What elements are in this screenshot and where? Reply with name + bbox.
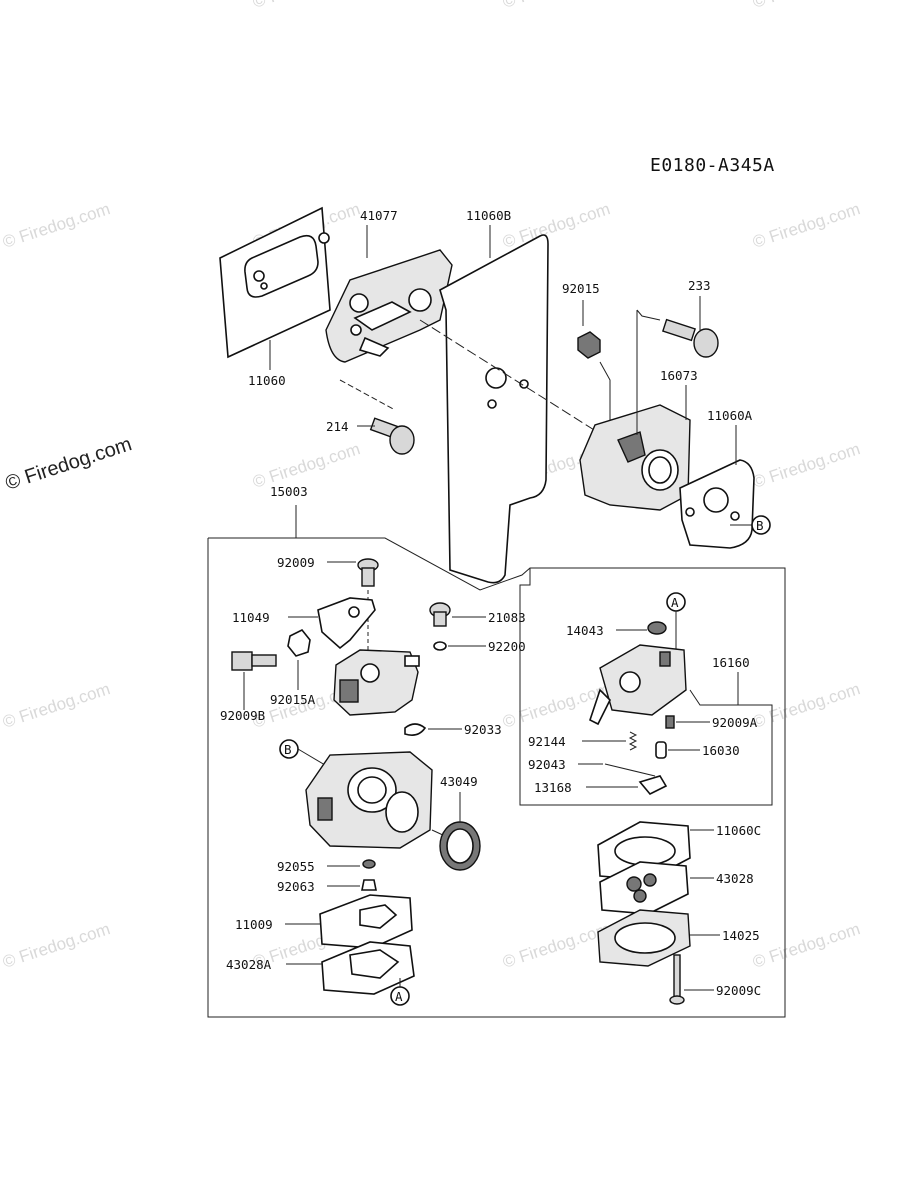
watermark: © Firedog.com <box>500 199 612 252</box>
label-16030: 16030 <box>702 743 740 758</box>
leader <box>599 361 611 430</box>
spring-92144 <box>628 731 638 751</box>
screw-92009 <box>357 558 379 587</box>
outer-frame <box>208 537 786 805</box>
screw-21083 <box>429 602 451 627</box>
label-92200: 92200 <box>488 639 526 654</box>
watermark: © Firedog.com <box>750 199 862 252</box>
label-92033: 92033 <box>464 722 502 737</box>
label-16073: 16073 <box>660 368 698 383</box>
oring-92055 <box>362 859 376 869</box>
label-16160: 16160 <box>712 655 750 670</box>
cover-14025 <box>597 909 691 967</box>
label-92055: 92055 <box>277 859 315 874</box>
needle-16030 <box>655 741 667 759</box>
label-11060: 11060 <box>248 373 286 388</box>
leader <box>297 748 326 766</box>
label-92009A: 92009A <box>712 715 758 730</box>
bolt-92009B <box>231 651 277 671</box>
label-43028A: 43028A <box>226 957 272 972</box>
diaphragm-43028 <box>599 861 689 915</box>
bolt-233 <box>661 318 719 358</box>
nut-92015A <box>287 628 311 657</box>
carburetor-body <box>305 751 433 849</box>
label-92144: 92144 <box>528 734 566 749</box>
label-15003: 15003 <box>270 484 308 499</box>
plate-11060B <box>439 234 549 584</box>
lever-13168 <box>638 775 668 795</box>
watermark: © Firedog.com <box>500 0 612 12</box>
screw-92009C <box>669 954 685 1005</box>
cap-14043 <box>647 621 667 635</box>
screw-92009A <box>665 715 675 729</box>
throttle-body <box>333 649 420 716</box>
gasket-11009 <box>319 894 413 949</box>
label-11060B: 11060B <box>466 208 511 223</box>
callout-b-marker <box>751 515 771 535</box>
label-11049: 11049 <box>232 610 270 625</box>
bolt-214 <box>369 417 415 455</box>
label-92009C: 92009C <box>716 983 761 998</box>
label-92015: 92015 <box>562 281 600 296</box>
label-13168: 13168 <box>534 780 572 795</box>
leader <box>339 379 396 411</box>
washer-92200 <box>433 641 447 651</box>
pump-body-16160 <box>589 644 687 726</box>
diagram-code: E0180-A345A <box>650 155 775 176</box>
watermark: © Firedog.com <box>0 199 112 252</box>
plug-92063 <box>361 879 377 891</box>
watermark: © Firedog.com <box>0 919 112 972</box>
gasket-11060A <box>679 459 755 549</box>
leader <box>636 309 661 321</box>
label-43028: 43028 <box>716 871 754 886</box>
label-92009B: 92009B <box>220 708 265 723</box>
callout-a: A <box>395 989 403 1004</box>
diaphragm-43028A <box>321 941 415 995</box>
nut-92015 <box>577 331 601 359</box>
label-214: 214 <box>326 419 349 434</box>
insulator-41077 <box>325 249 453 363</box>
callout-a-marker <box>390 986 410 1006</box>
watermark: © Firedog.com <box>0 679 112 732</box>
watermark: © Firedog.com <box>750 919 862 972</box>
insulator-16073 <box>579 404 691 511</box>
watermark: © Firedog.com <box>750 0 862 12</box>
label-92009: 92009 <box>277 555 315 570</box>
label-11009: 11009 <box>235 917 273 932</box>
watermark: © Firedog.com <box>750 679 862 732</box>
label-21083: 21083 <box>488 610 526 625</box>
watermark: © Firedog.com <box>750 439 862 492</box>
watermark: © Firedog.com <box>500 919 612 972</box>
callout-b: B <box>284 742 292 757</box>
label-92043: 92043 <box>528 757 566 772</box>
gasket-11060 <box>219 206 331 359</box>
watermark: © Firedog.com <box>250 0 362 12</box>
label-14025: 14025 <box>722 928 760 943</box>
alignment-line <box>419 319 611 441</box>
watermark-prominent: © Firedog.com <box>3 433 135 495</box>
label-92063: 92063 <box>277 879 315 894</box>
pump-frame <box>519 568 773 806</box>
lever-11049 <box>317 597 376 650</box>
callout-b: B <box>756 518 764 533</box>
label-11060C: 11060C <box>716 823 761 838</box>
label-233: 233 <box>688 278 711 293</box>
label-11060A: 11060A <box>707 408 753 423</box>
label-92015A: 92015A <box>270 692 316 707</box>
label-43049: 43049 <box>440 774 478 789</box>
seal-43049 <box>439 821 481 871</box>
label-14043: 14043 <box>566 623 604 638</box>
outer-frame <box>207 538 786 1018</box>
callout-a: A <box>671 595 679 610</box>
clip-92033 <box>404 723 427 736</box>
pin-92043 <box>604 763 656 777</box>
label-41077: 41077 <box>360 208 398 223</box>
